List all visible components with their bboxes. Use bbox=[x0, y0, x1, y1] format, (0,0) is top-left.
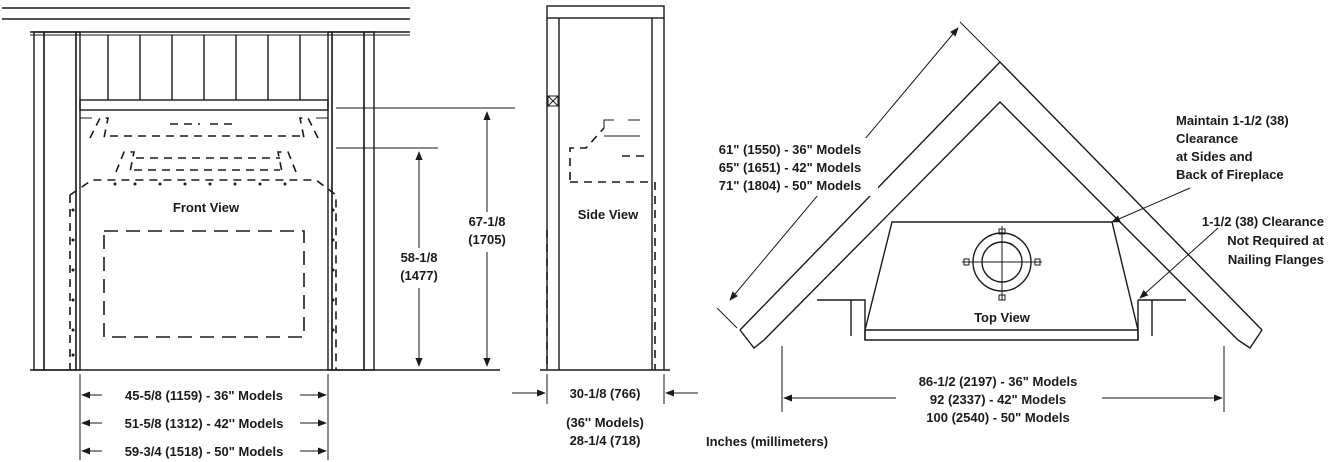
wall-length-50: 71" (1804) - 50" Models bbox=[719, 178, 861, 193]
top-view: Top View 61" (1550) - 36" Models 65" (16… bbox=[702, 21, 1325, 430]
svg-text:Back of Fireplace: Back of Fireplace bbox=[1176, 167, 1284, 182]
width-36-label: 45-5/8 (1159) - 36" Models bbox=[125, 388, 283, 403]
flange-note: 1-1/2 (38) Clearance Not Required at Nai… bbox=[1202, 214, 1325, 267]
depth-main-label: 30-1/8 (766) bbox=[570, 386, 641, 401]
front-view-title: Front View bbox=[173, 200, 240, 215]
units-note: Inches (millimeters) bbox=[706, 434, 828, 449]
wall-length-36: 61" (1550) - 36" Models bbox=[719, 142, 861, 157]
span-50: 100 (2540) - 50" Models bbox=[926, 410, 1069, 425]
height-total-mm: (1705) bbox=[468, 232, 506, 247]
wall-length-42: 65" (1651) - 42" Models bbox=[719, 160, 861, 175]
height-opening-label: 58-1/8 bbox=[401, 250, 438, 265]
height-total-label: 67-1/8 bbox=[469, 214, 506, 229]
left-stud bbox=[33, 31, 45, 371]
svg-text:Clearance: Clearance bbox=[1176, 131, 1238, 146]
side-view-title: Side View bbox=[578, 207, 639, 222]
height-opening-mm: (1477) bbox=[400, 268, 438, 283]
span-36: 86-1/2 (2197) - 36" Models bbox=[919, 374, 1078, 389]
depth-alt-label: 28-1/4 (718) bbox=[570, 433, 641, 448]
svg-text:at Sides and: at Sides and bbox=[1176, 149, 1253, 164]
width-50-label: 59-3/4 (1518) - 50" Models bbox=[125, 444, 284, 459]
depth-note-label: (36'' Models) bbox=[566, 415, 644, 430]
clearance-note: Maintain 1-1/2 (38) Clearance at Sides a… bbox=[1176, 113, 1289, 182]
svg-text:1-1/2 (38) Clearance: 1-1/2 (38) Clearance bbox=[1202, 214, 1324, 229]
glass-opening bbox=[103, 230, 305, 338]
side-view: Side View 30-1/8 (766) (36'' Models) 28-… bbox=[512, 5, 698, 448]
svg-text:Nailing Flanges: Nailing Flanges bbox=[1228, 252, 1324, 267]
width-42-label: 51-5/8 (1312) - 42'' Models bbox=[125, 416, 284, 431]
front-view: Front View 67-1/8 (1705) 58-1/8 (1477) 4… bbox=[2, 7, 519, 460]
svg-text:Maintain 1-1/2 (38): Maintain 1-1/2 (38) bbox=[1176, 113, 1289, 128]
svg-text:Not Required at: Not Required at bbox=[1227, 233, 1324, 248]
top-view-title: Top View bbox=[974, 310, 1031, 325]
span-42: 92 (2337) - 42" Models bbox=[930, 392, 1066, 407]
nail-dots bbox=[71, 182, 335, 357]
vent-pipe bbox=[962, 226, 1042, 301]
